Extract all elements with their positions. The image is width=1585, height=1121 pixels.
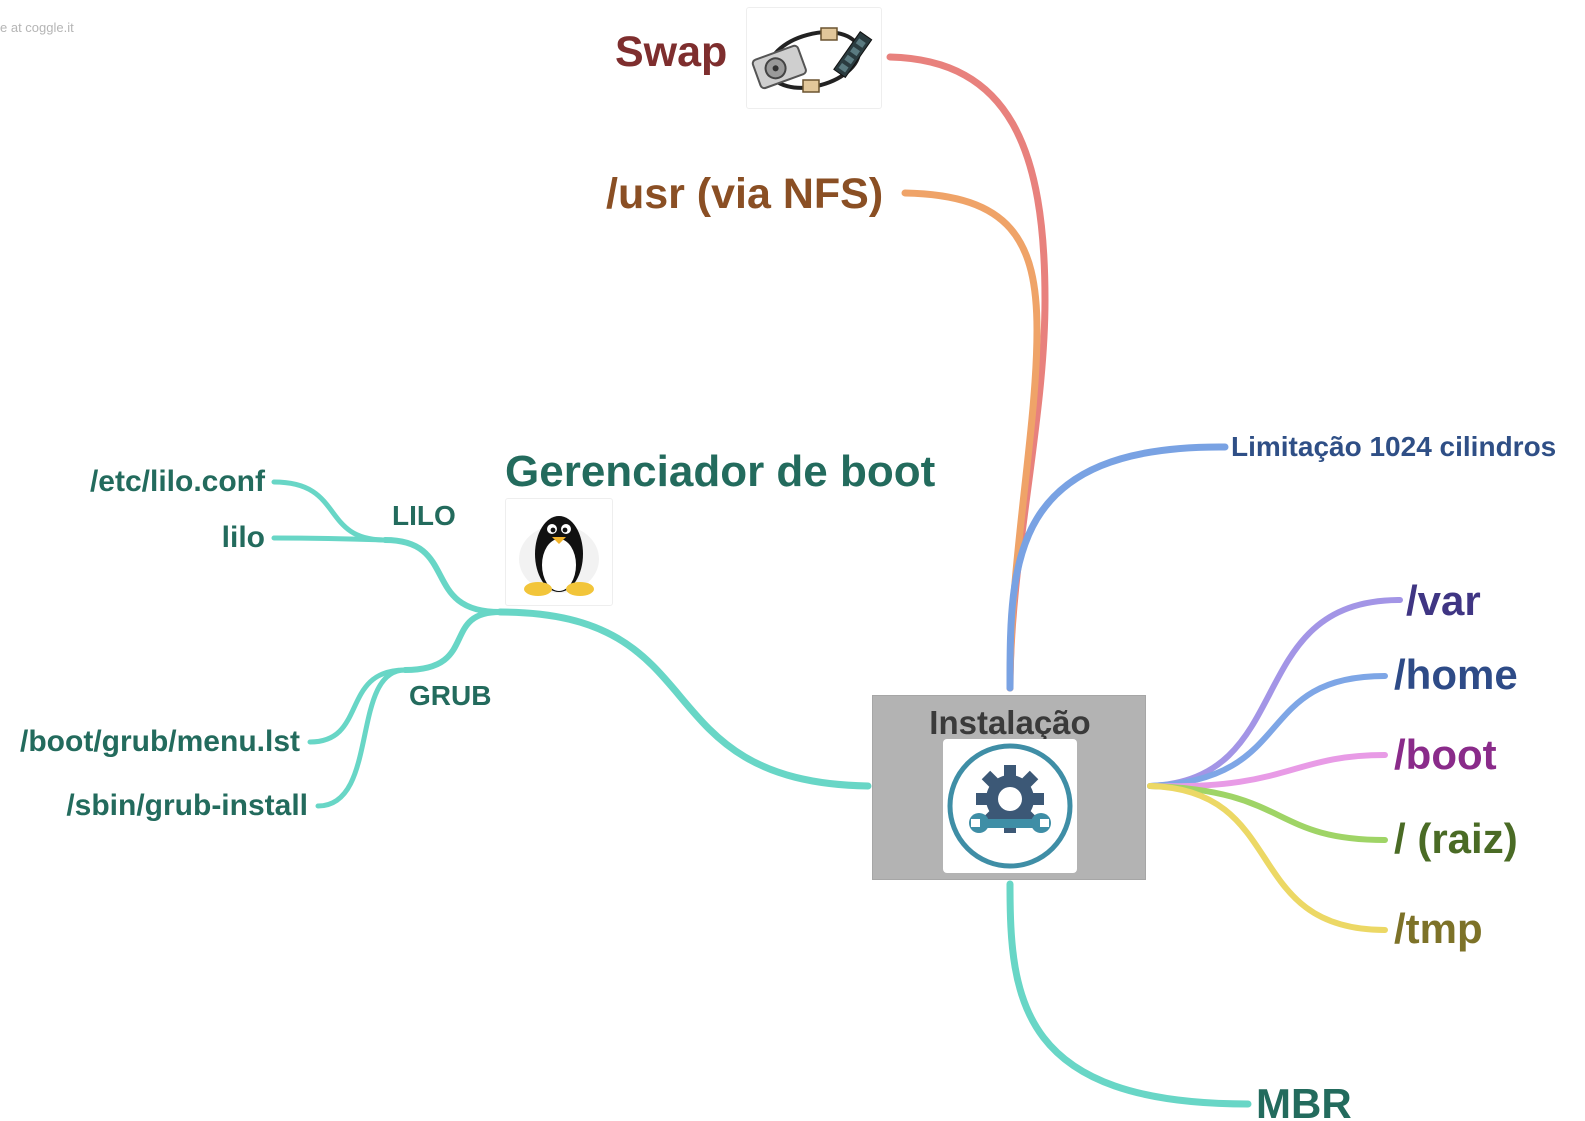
connector-grub-install <box>315 667 408 809</box>
leaf-etc-lilo-conf[interactable]: /etc/lilo.conf <box>89 465 265 498</box>
branch-label-var[interactable]: /var <box>1406 577 1481 624</box>
connector-swap <box>886 53 1049 692</box>
connector-lilo-bin <box>271 535 388 543</box>
branch-label-raiz[interactable]: / (raiz) <box>1394 815 1518 862</box>
connector-home <box>1147 673 1388 789</box>
branch-label-boot[interactable]: /boot <box>1394 731 1497 778</box>
connector-limitacao <box>1006 443 1229 692</box>
connector-boot <box>1147 752 1388 790</box>
tux-penguin-icon <box>505 498 613 606</box>
branch-label-usr[interactable]: /usr (via NFS) <box>606 170 884 218</box>
connector-raiz <box>1147 783 1388 843</box>
connector-etc-lilo-conf <box>271 479 388 543</box>
central-node[interactable]: Instalação <box>872 695 1146 880</box>
leaf-grub-menu-lst[interactable]: /boot/grub/menu.lst <box>20 725 300 758</box>
leaf-grub-install[interactable]: /sbin/grub-install <box>66 789 308 822</box>
sub-label-lilo[interactable]: LILO <box>392 500 456 531</box>
connector-gerenciador <box>496 608 872 790</box>
connector-grub <box>402 609 503 673</box>
connector-tmp <box>1147 783 1388 933</box>
hard-disk-ram-swap-icon <box>746 7 882 109</box>
central-node-title: Instalação <box>929 704 1091 741</box>
connector-grub-menu <box>307 667 408 745</box>
branch-label-tmp[interactable]: /tmp <box>1394 905 1483 952</box>
branch-label-limitacao[interactable]: Limitação 1024 cilindros <box>1231 431 1557 462</box>
coggle-watermark: e at coggle.it <box>0 20 74 35</box>
leaf-lilo[interactable]: lilo <box>221 521 265 554</box>
branch-label-home[interactable]: /home <box>1394 651 1518 698</box>
connector-var <box>1147 597 1403 789</box>
connector-mbr <box>1006 880 1252 1108</box>
branch-label-gerenciador[interactable]: Gerenciador de boot <box>505 447 936 496</box>
connector-usr <box>901 189 1041 692</box>
gear-wrench-icon <box>943 739 1077 873</box>
connector-lilo <box>382 537 503 615</box>
sub-label-grub[interactable]: GRUB <box>409 680 492 711</box>
branch-label-swap[interactable]: Swap <box>615 28 728 76</box>
branch-label-mbr[interactable]: MBR <box>1256 1080 1352 1121</box>
